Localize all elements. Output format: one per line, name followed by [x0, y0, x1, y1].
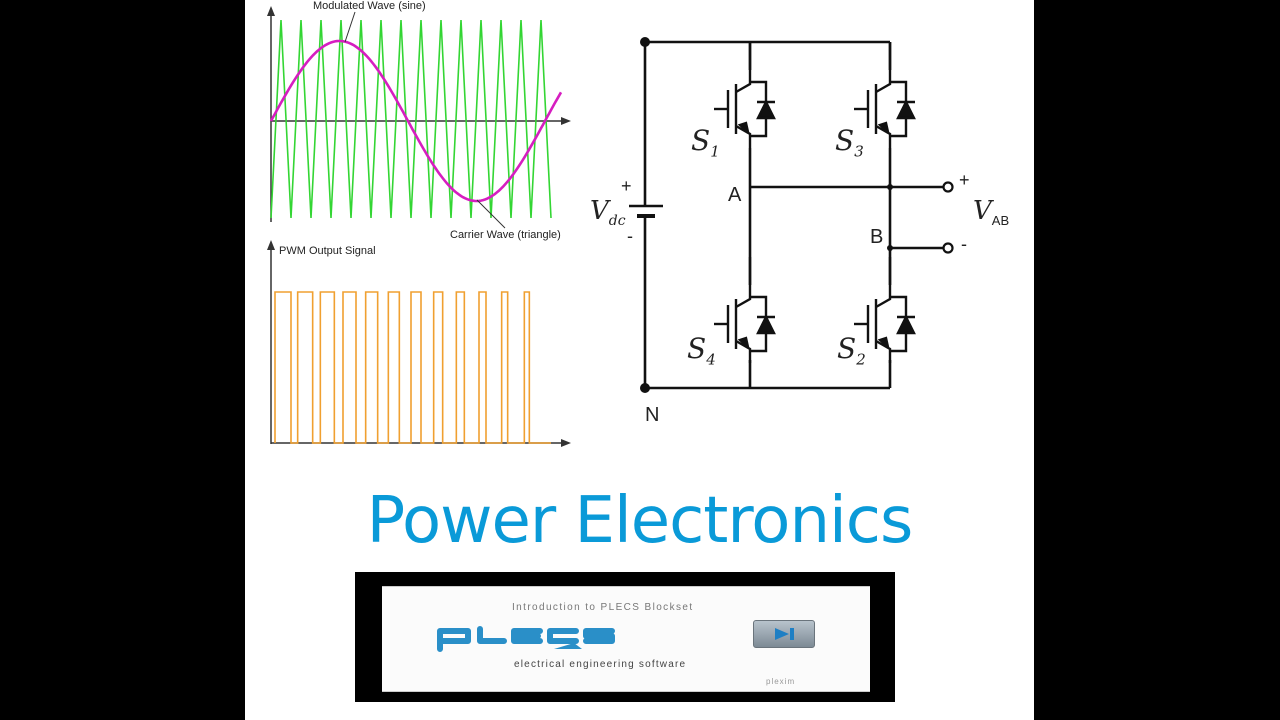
output-minus: - — [961, 234, 967, 254]
node-n-dot — [640, 383, 650, 393]
switch-s3-label: S3 — [835, 124, 864, 161]
carrier-pointer — [476, 199, 506, 229]
output-voltage-label: VAB — [973, 196, 1010, 229]
plecs-logo-text: plecs — [434, 619, 437, 620]
source-minus: - — [627, 226, 633, 246]
video-heading: Introduction to PLECS Blockset — [512, 602, 694, 613]
video-frame: Introduction to PLECS Blockset plecs — [382, 586, 870, 692]
bottom-x-arrow — [561, 439, 571, 447]
output-plus: + — [959, 170, 970, 190]
source-plus: + — [621, 176, 632, 196]
switch-s1 — [714, 42, 776, 148]
top-y-arrow — [267, 6, 275, 16]
plecs-logo: plecs — [434, 619, 615, 652]
play-next-button[interactable] — [753, 620, 815, 648]
pwm-pulse-train — [274, 291, 551, 444]
source-label: Vdc — [590, 196, 626, 230]
top-left-node — [640, 37, 650, 47]
output-terminal-plus — [942, 181, 954, 193]
switch-s4-label: S4 — [687, 332, 716, 369]
switch-s4 — [714, 257, 776, 363]
switch-s1-label: S1 — [691, 124, 720, 161]
modulated-wave-label: Modulated Wave (sine) — [313, 0, 426, 12]
switch-s3 — [854, 42, 916, 148]
switch-s2-label: S2 — [837, 332, 866, 369]
node-a-label: A — [728, 184, 742, 206]
plexim-brand: plexim — [766, 677, 796, 686]
carrier-triangle-line — [270, 19, 552, 219]
carrier-wave-label: Carrier Wave (triangle) — [450, 229, 561, 241]
modulated-sine-line — [269, 39, 563, 203]
node-n-label: N — [645, 404, 660, 426]
bottom-y-arrow — [267, 240, 275, 250]
slide-canvas: Modulated Wave (sine) Carrier Wave (tria… — [245, 0, 1034, 720]
output-terminal-minus — [942, 242, 954, 254]
label-pointers — [344, 11, 506, 229]
pwm-output-signal — [274, 291, 551, 444]
switch-s2 — [854, 257, 916, 363]
pwm-diagram — [267, 6, 571, 447]
modulated-pointer — [344, 11, 356, 43]
h-bridge-circuit — [629, 37, 954, 393]
play-next-icon — [775, 628, 794, 640]
video-thumbnail[interactable]: Introduction to PLECS Blockset plecs — [355, 572, 895, 702]
modulated-wave — [269, 39, 563, 203]
pwm-output-label: PWM Output Signal — [279, 245, 376, 257]
node-b-label: B — [870, 226, 884, 248]
top-x-arrow — [561, 117, 571, 125]
page-title: Power Electronics — [366, 484, 914, 558]
video-tagline: electrical engineering software — [514, 659, 687, 670]
carrier-wave — [270, 19, 552, 219]
